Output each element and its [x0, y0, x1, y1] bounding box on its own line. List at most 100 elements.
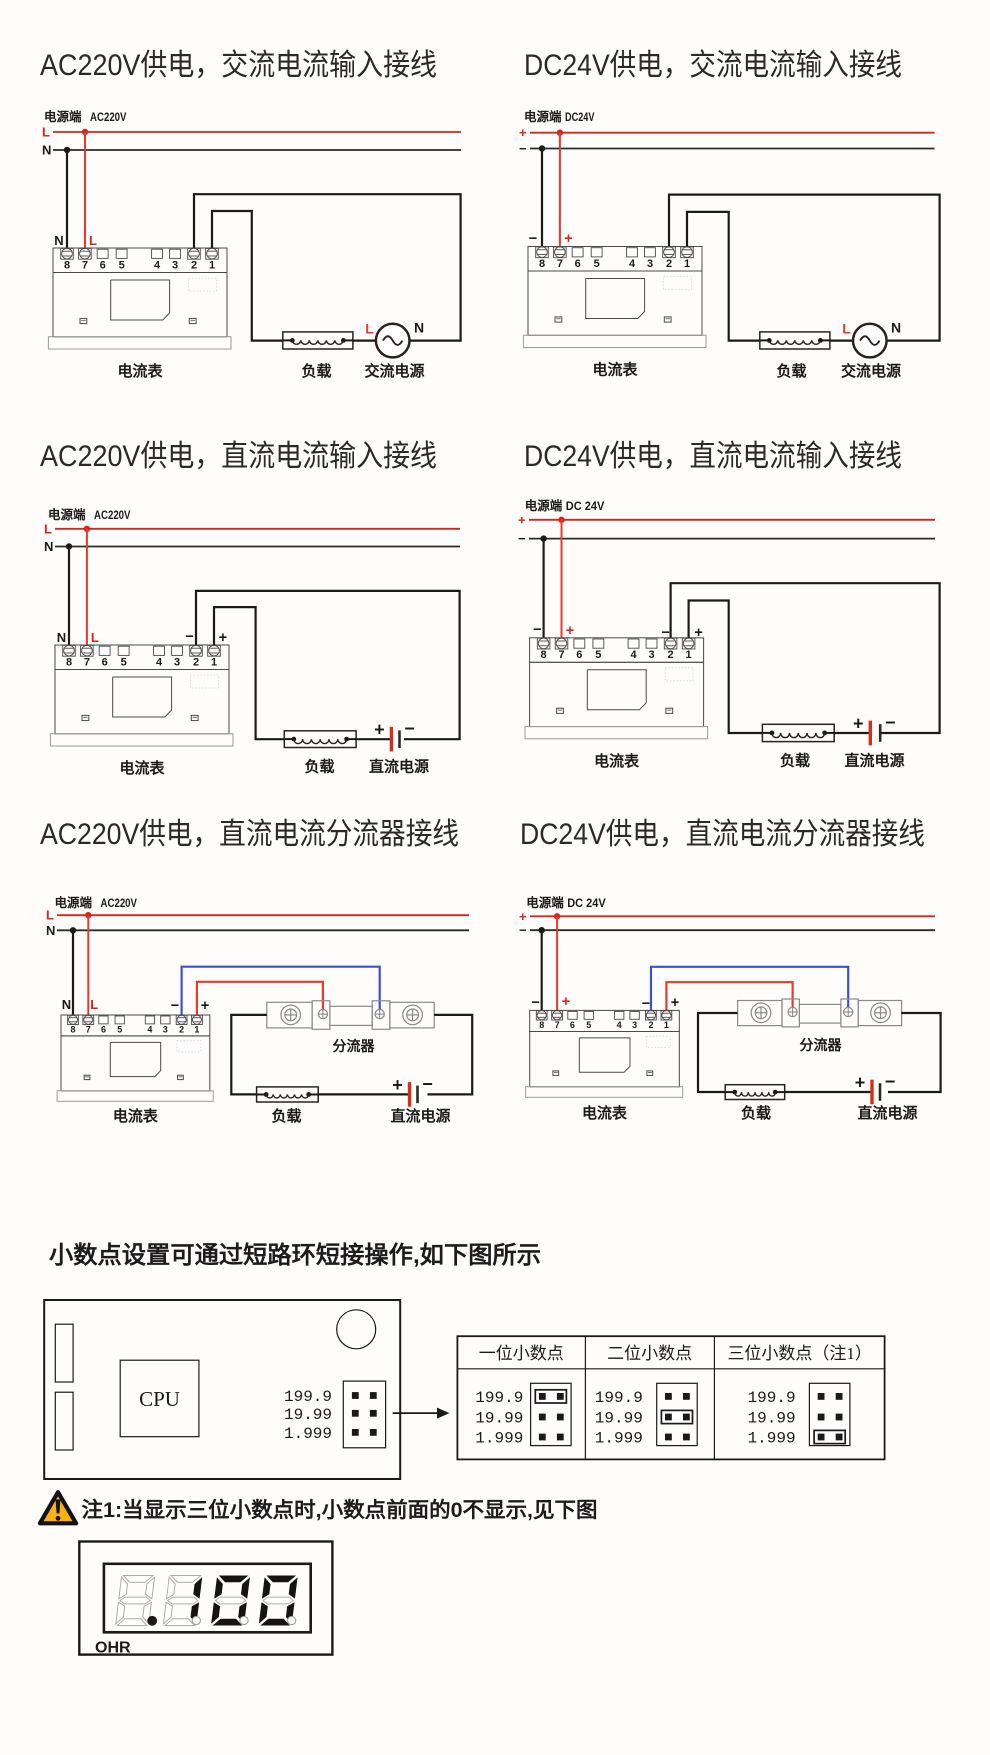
- svg-text:8: 8: [539, 258, 545, 270]
- svg-text:电流表: 电流表: [582, 1104, 628, 1122]
- svg-text:+: +: [671, 995, 679, 1011]
- svg-text:L: L: [90, 997, 98, 1012]
- svg-text:直流电源: 直流电源: [844, 752, 904, 770]
- svg-text:CPU: CPU: [139, 1387, 180, 1411]
- svg-text:AC220V供电，交流电流输入接线: AC220V供电，交流电流输入接线: [40, 49, 437, 82]
- svg-text:1.999: 1.999: [475, 1430, 523, 1448]
- svg-text:电流表: 电流表: [592, 361, 638, 379]
- svg-text:8: 8: [539, 1020, 544, 1030]
- svg-text:7: 7: [84, 656, 90, 668]
- svg-text:2: 2: [191, 259, 197, 271]
- svg-text:7: 7: [86, 1024, 91, 1034]
- svg-text:−: −: [642, 996, 650, 1012]
- svg-text:4: 4: [154, 259, 161, 271]
- svg-text:+: +: [219, 630, 227, 646]
- svg-text:8: 8: [66, 656, 72, 668]
- svg-text:1.999: 1.999: [284, 1425, 332, 1443]
- svg-text:199.9: 199.9: [475, 1389, 523, 1407]
- svg-text:+: +: [519, 125, 527, 140]
- svg-text:负载: 负载: [271, 1107, 301, 1125]
- svg-text:OHR: OHR: [95, 1640, 131, 1657]
- svg-text:1.999: 1.999: [595, 1430, 643, 1448]
- svg-text:6: 6: [100, 259, 106, 271]
- svg-text:L: L: [842, 321, 851, 337]
- svg-text:5: 5: [117, 1024, 122, 1034]
- svg-text:L: L: [89, 233, 97, 248]
- svg-text:5: 5: [595, 649, 601, 661]
- svg-text:5: 5: [121, 656, 127, 668]
- svg-text:L: L: [44, 521, 52, 536]
- svg-text:电流表: 电流表: [119, 759, 165, 777]
- svg-text:8: 8: [64, 259, 70, 271]
- svg-text:3: 3: [632, 1020, 637, 1030]
- svg-text:+: +: [519, 909, 527, 924]
- svg-text:DC 24V: DC 24V: [567, 896, 606, 910]
- svg-text:7: 7: [558, 649, 564, 661]
- svg-text:199.9: 199.9: [595, 1389, 643, 1407]
- svg-text:+: +: [518, 512, 526, 527]
- svg-text:负载: 负载: [301, 362, 331, 380]
- svg-text:4: 4: [617, 1020, 622, 1030]
- svg-text:−: −: [529, 231, 537, 247]
- svg-text:AC220V: AC220V: [90, 110, 127, 124]
- svg-text:−: −: [171, 998, 179, 1014]
- svg-text:AC220V供电，直流电流输入接线: AC220V供电，直流电流输入接线: [40, 440, 437, 473]
- svg-text:−: −: [422, 1074, 433, 1094]
- svg-text:分流器: 分流器: [800, 1037, 843, 1053]
- svg-text:L: L: [46, 908, 54, 923]
- svg-text:6: 6: [570, 1020, 575, 1030]
- svg-text:负载: 负载: [780, 752, 810, 770]
- svg-text:+: +: [855, 1073, 866, 1093]
- svg-text:−: −: [533, 622, 541, 638]
- svg-text:负载: 负载: [741, 1104, 771, 1122]
- svg-text:N: N: [62, 997, 71, 1012]
- svg-text:+: +: [201, 998, 209, 1014]
- svg-text:电流表: 电流表: [113, 1107, 159, 1125]
- svg-text:−: −: [518, 531, 526, 546]
- svg-text:2: 2: [668, 649, 674, 661]
- svg-text:分流器: 分流器: [333, 1038, 376, 1054]
- svg-text:+: +: [392, 1075, 403, 1095]
- svg-text:直流电源: 直流电源: [857, 1104, 917, 1122]
- svg-text:1: 1: [194, 1024, 199, 1034]
- svg-text:2: 2: [648, 1020, 653, 1030]
- svg-text:N: N: [42, 143, 51, 158]
- svg-text:−: −: [885, 1072, 896, 1092]
- svg-text:注1:当显示三位小数点时,小数点前面的0不显示,见下图: 注1:当显示三位小数点时,小数点前面的0不显示,见下图: [82, 1498, 598, 1522]
- svg-text:DC24V供电，交流电流输入接线: DC24V供电，交流电流输入接线: [524, 49, 902, 82]
- svg-text:−: −: [185, 629, 193, 645]
- svg-text:小数点设置可通过短路环短接操作,如下图所示: 小数点设置可通过短路环短接操作,如下图所示: [49, 1241, 541, 1269]
- svg-text:AC220V供电，直流电流分流器接线: AC220V供电，直流电流分流器接线: [40, 818, 459, 851]
- svg-text:三位小数点（注1）: 三位小数点（注1）: [727, 1344, 872, 1363]
- svg-text:3: 3: [172, 259, 178, 271]
- svg-text:19.99: 19.99: [595, 1410, 643, 1428]
- svg-text:直流电源: 直流电源: [390, 1107, 450, 1125]
- svg-text:19.99: 19.99: [284, 1406, 332, 1424]
- svg-text:DC 24V: DC 24V: [566, 499, 605, 513]
- svg-text:19.99: 19.99: [475, 1410, 523, 1428]
- svg-text:AC220V: AC220V: [94, 508, 131, 522]
- svg-text:1: 1: [211, 656, 217, 668]
- svg-text:AC220V: AC220V: [101, 896, 138, 910]
- svg-text:4: 4: [156, 656, 163, 668]
- svg-text:2: 2: [179, 1024, 184, 1034]
- svg-text:5: 5: [594, 258, 600, 270]
- svg-text:−: −: [404, 719, 415, 739]
- svg-text:−: −: [885, 713, 896, 733]
- svg-text:−: −: [519, 923, 527, 938]
- svg-text:−: −: [531, 995, 539, 1011]
- svg-text:199.9: 199.9: [748, 1389, 796, 1407]
- svg-text:1.999: 1.999: [748, 1430, 796, 1448]
- svg-text:交流电源: 交流电源: [841, 362, 901, 380]
- svg-text:负载: 负载: [776, 362, 806, 380]
- svg-text:5: 5: [119, 259, 125, 271]
- svg-text:+: +: [694, 625, 702, 641]
- svg-text:+: +: [374, 720, 385, 740]
- svg-text:5: 5: [586, 1020, 591, 1030]
- svg-text:DC24V供电，直流电流输入接线: DC24V供电，直流电流输入接线: [524, 440, 902, 473]
- svg-text:N: N: [54, 233, 63, 248]
- svg-text:−: −: [519, 141, 527, 156]
- svg-text:8: 8: [541, 649, 547, 661]
- svg-text:1: 1: [686, 649, 692, 661]
- svg-text:电流表: 电流表: [117, 362, 163, 380]
